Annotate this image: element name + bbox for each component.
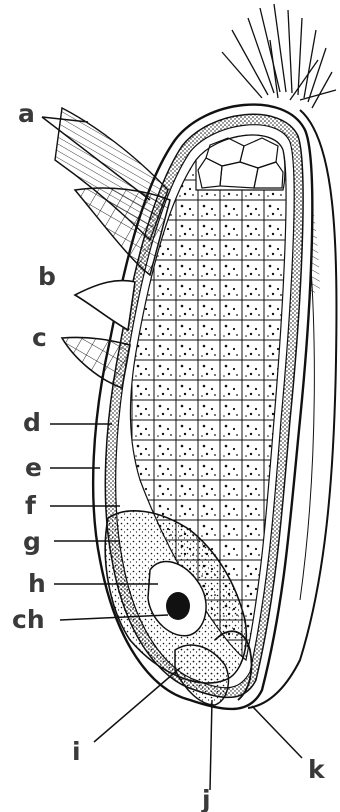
label-h: h [28,569,46,598]
label-ch: ch [12,605,45,634]
label-a: a [18,99,35,128]
label-f: f [25,491,37,520]
embryo-core [166,592,190,620]
spine-b [75,281,135,330]
bristles-drawing [222,4,336,108]
label-b: b [38,262,56,291]
label-g: g [23,527,41,556]
spine-c [62,337,130,388]
label-e: e [25,453,42,482]
label-j: j [201,785,211,812]
label-i: i [72,737,81,766]
label-k: k [308,755,326,784]
label-c: c [32,323,47,352]
label-d: d [23,408,41,437]
